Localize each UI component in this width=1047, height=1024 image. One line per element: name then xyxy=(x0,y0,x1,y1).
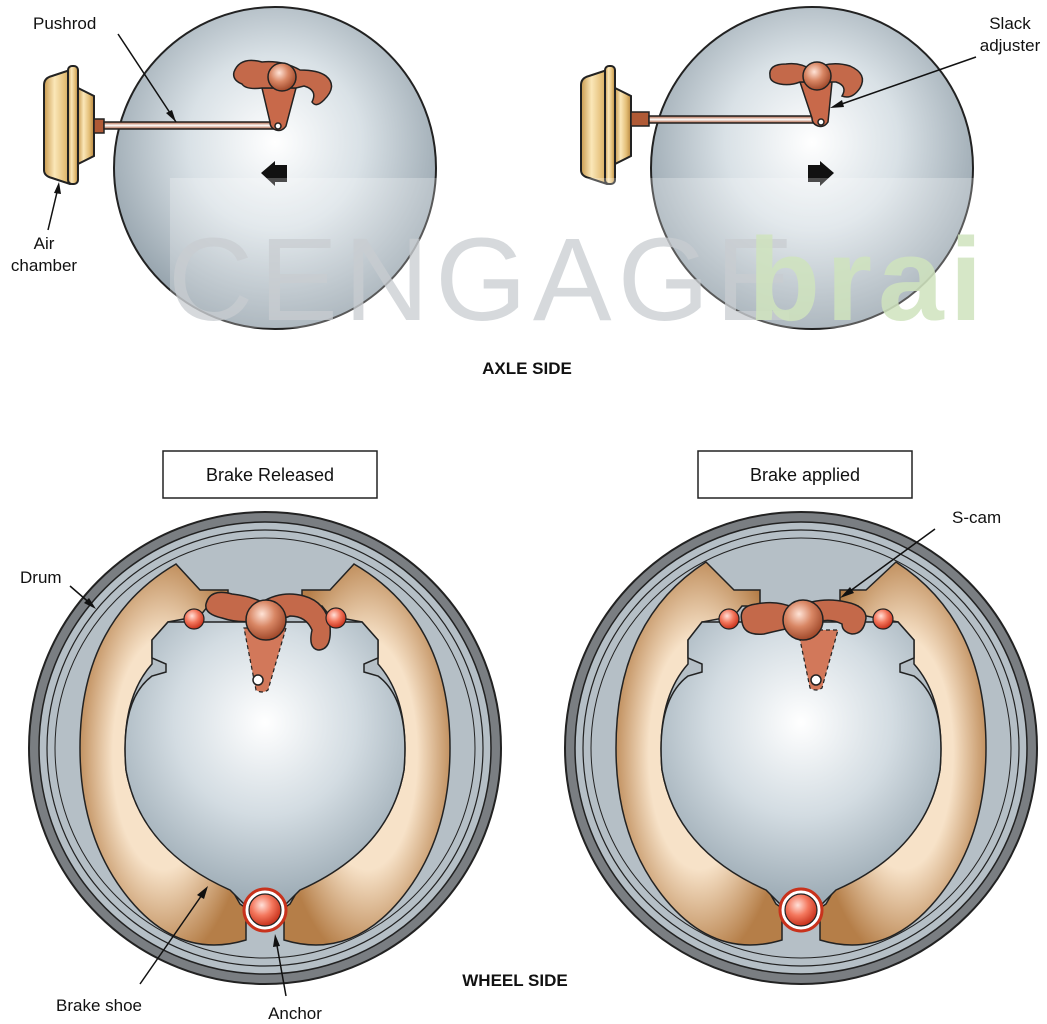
roller-left-a xyxy=(184,609,204,629)
wheel-side-applied xyxy=(565,512,1037,984)
label-wheel-side: WHEEL SIDE xyxy=(462,971,567,990)
label-air-chamber-line1: Air xyxy=(34,234,55,253)
label-axle-side: AXLE SIDE xyxy=(482,359,572,378)
leader-air-chamber xyxy=(48,188,58,230)
label-s-cam: S-cam xyxy=(952,508,1001,527)
label-drum: Drum xyxy=(20,568,62,587)
label-brake-shoe: Brake shoe xyxy=(56,996,142,1015)
label-air-chamber-line2: chamber xyxy=(11,256,77,275)
watermark-brain: brai xyxy=(748,214,988,346)
roller-right-b xyxy=(873,609,893,629)
air-chamber-left xyxy=(44,66,104,184)
label-slack-line1: Slack xyxy=(989,14,1031,33)
pushrod-right xyxy=(649,116,821,123)
wheel-side-released xyxy=(29,512,501,984)
roller-left-b xyxy=(326,608,346,628)
label-brake-applied: Brake applied xyxy=(750,465,860,485)
label-brake-released: Brake Released xyxy=(206,465,334,485)
label-pushrod: Pushrod xyxy=(33,14,96,33)
pushrod-left xyxy=(104,122,276,129)
label-anchor: Anchor xyxy=(268,1004,322,1023)
label-slack-line2: adjuster xyxy=(980,36,1041,55)
air-chamber-right xyxy=(581,66,649,184)
watermark-cengage: CENGAGE xyxy=(168,214,800,346)
roller-right-a xyxy=(719,609,739,629)
